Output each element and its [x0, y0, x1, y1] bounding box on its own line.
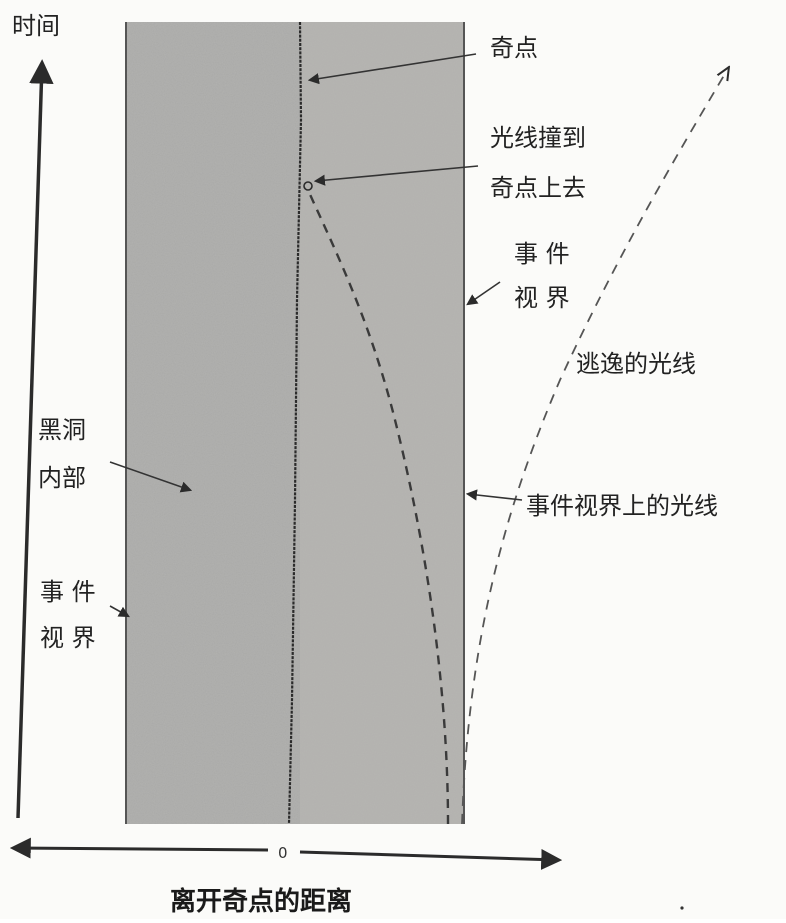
- event-horizon-left-label-line1: 事 件: [40, 578, 96, 606]
- event-horizon-right-label-line2: 视 界: [514, 284, 570, 312]
- light-hits-label-line1: 光线撞到: [490, 124, 586, 152]
- escaping-light-ray: [461, 72, 726, 825]
- singularity-line: [287, 21, 303, 825]
- black-hole-interior-label-line2: 内部: [38, 464, 86, 492]
- time-axis: [16, 59, 54, 819]
- light-hits-label-line2: 奇点上去: [490, 174, 586, 202]
- infalling-light-ray: [306, 189, 450, 825]
- speck: [680, 906, 684, 910]
- event-horizon-right-label-line1: 事 件: [514, 240, 570, 268]
- pointer-light-hits: [313, 165, 479, 186]
- time-axis-label: 时间: [12, 12, 60, 40]
- interior-right-band: [300, 22, 464, 824]
- distance-axis-left: [9, 837, 269, 859]
- light-on-event-horizon-label: 事件视界上的光线: [526, 492, 718, 520]
- impact-point: [303, 181, 313, 191]
- pointer-event-horizon-left: [109, 605, 130, 618]
- black-hole-interior-label-line1: 黑洞: [38, 416, 86, 444]
- distance-axis-label: 离开奇点的距离: [170, 886, 352, 917]
- origin-label: 0: [278, 844, 288, 862]
- pointer-singularity: [307, 53, 477, 85]
- pointer-event-horizon-right: [466, 281, 501, 306]
- event-horizon-left-label-line2: 视 界: [40, 624, 96, 652]
- singularity-label: 奇点: [490, 34, 538, 62]
- pointer-interior: [109, 461, 193, 493]
- distance-axis-right: [299, 848, 563, 870]
- pointer-light-on-horizon: [465, 489, 523, 501]
- escaping-light-label: 逃逸的光线: [576, 350, 696, 378]
